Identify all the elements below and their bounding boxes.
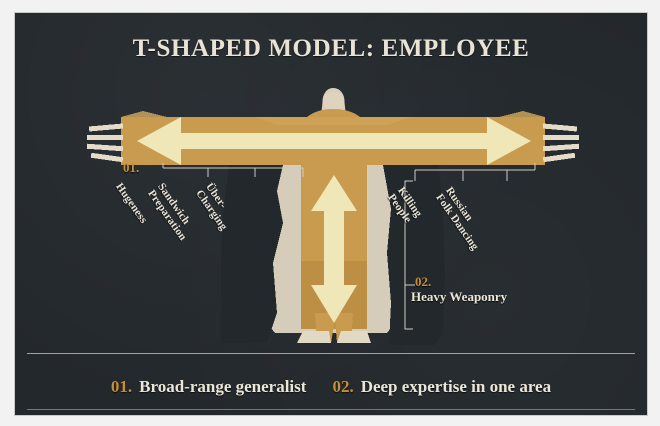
left-ruler	[162, 163, 304, 177]
poster-frame: T-SHAPED MODEL: EMPLOYEE	[14, 12, 648, 416]
axis-marker-02: 02.	[415, 274, 432, 289]
figure-feet	[297, 331, 371, 343]
legend-text-02: Deep expertise in one area	[360, 377, 552, 396]
right-hand-icon	[542, 123, 580, 163]
axis-marker-01: 01.	[123, 160, 140, 175]
vertical-double-arrow	[311, 175, 357, 323]
t-shape-figure	[86, 88, 580, 345]
robe-shadow-masses	[221, 165, 445, 345]
legend-number-01: 01.	[110, 377, 133, 396]
poster-inner-panel: T-SHAPED MODEL: EMPLOYEE	[15, 13, 647, 415]
horizontal-double-arrow	[137, 117, 531, 165]
right-ruler	[414, 163, 536, 181]
page-title: T-SHAPED MODEL: EMPLOYEE	[132, 35, 530, 62]
illustration-stage	[15, 13, 647, 353]
legend-item-01: 01. Broad-range generalist	[111, 377, 307, 397]
legend-bar: 01. Broad-range generalist 02. Deep expe…	[15, 365, 647, 409]
legend-text-01: Broad-range generalist	[139, 377, 307, 396]
legend-divider-top	[27, 353, 635, 354]
vertical-bracket	[404, 180, 415, 330]
left-hand-icon	[86, 123, 124, 163]
depth-label-heavy-weaponry: Heavy Weaponry	[411, 289, 508, 304]
legend-number-02: 02.	[332, 377, 354, 396]
legend-item-02: 02. Deep expertise in one area	[332, 377, 551, 397]
legend-divider-bottom	[27, 409, 635, 410]
